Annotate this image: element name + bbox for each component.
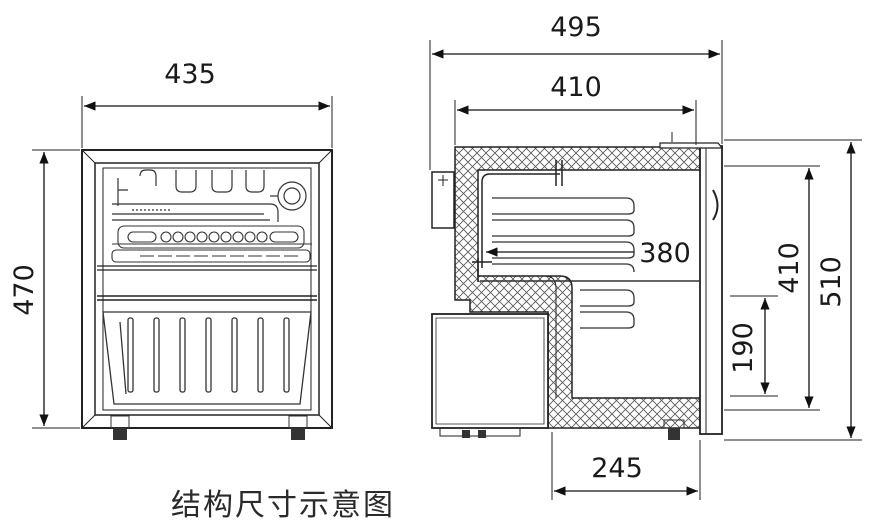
compressor-housing: [431, 313, 549, 429]
side-view: 495 410 380 245 190 410 510: [429, 12, 862, 500]
front-height-label: 470: [9, 264, 40, 316]
side-door: [699, 145, 723, 435]
front-crisper: [102, 311, 312, 405]
side-total-depth-label: 495: [550, 12, 602, 43]
internal-depth-label: 380: [639, 238, 691, 269]
front-view: 435 470: [9, 59, 333, 440]
front-shelf-upper: [97, 265, 317, 271]
lower-depth-label: 245: [591, 453, 643, 484]
front-cabinet-outline: [81, 149, 333, 429]
front-feet: [110, 415, 308, 440]
back-control-box: [431, 171, 455, 229]
door-height-label: 410: [774, 242, 805, 294]
side-shelves: [480, 197, 700, 329]
total-height-label: 510: [816, 256, 847, 308]
side-coil-tubes: [472, 160, 563, 282]
top-hinge: [659, 142, 724, 149]
diagram-caption: 结构尺寸示意图: [171, 488, 395, 523]
coil-loops-row: [111, 225, 312, 263]
front-width-label: 435: [164, 59, 216, 90]
front-cabinet-inner: [94, 162, 320, 416]
side-body-depth-label: 410: [550, 72, 602, 103]
evaporator-coil: [112, 169, 307, 222]
door-handle: [712, 189, 719, 221]
lower-height-label: 190: [728, 322, 759, 374]
front-shelf-lower: [97, 295, 317, 301]
side-foot: [668, 428, 680, 440]
front-inner-liner: [102, 167, 312, 411]
